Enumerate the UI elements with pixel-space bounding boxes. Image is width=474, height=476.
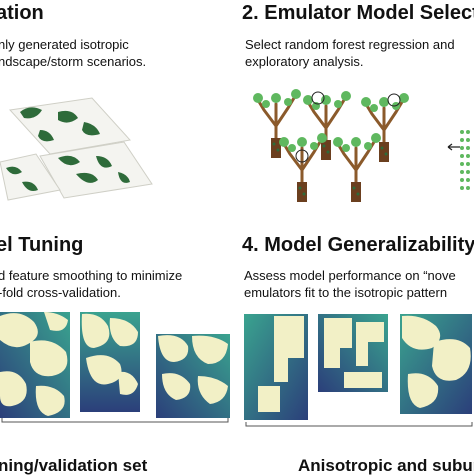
panel2-desc-line1: Select random forest regression and: [245, 37, 455, 52]
panel1-desc-line2: ndscape/storm scenarios.: [0, 54, 147, 69]
dot-grid-icon: [460, 130, 470, 190]
training-map-tiles: [0, 312, 230, 423]
panel1-heading: ation: [0, 2, 44, 24]
landscape-map-icon: [0, 97, 153, 201]
panel4-caption: Anisotropic and suburb: [298, 456, 474, 475]
panel4-desc-line2: emulators fit to the isotropic pattern: [244, 285, 448, 300]
panel4-heading: 4. Model Generalizability: [242, 234, 474, 256]
arrow-left-icon: [447, 143, 460, 151]
panel3-desc-line2: -fold cross-validation.: [0, 285, 121, 300]
panel3-heading: el Tuning: [0, 234, 84, 256]
decision-tree-icon: [251, 87, 411, 204]
panel3-desc-line1: d feature smoothing to minimize: [0, 268, 183, 283]
panel2-desc-line2: exploratory analysis.: [245, 54, 364, 69]
panel3-caption: ning/validation set: [0, 456, 148, 475]
panel1-desc-line1: nly generated isotropic: [0, 37, 129, 52]
panel4-desc-line1: Assess model performance on “nove: [244, 268, 456, 283]
panel2-heading: 2. Emulator Model Select: [242, 2, 474, 24]
generalization-map-tiles: [244, 314, 473, 427]
